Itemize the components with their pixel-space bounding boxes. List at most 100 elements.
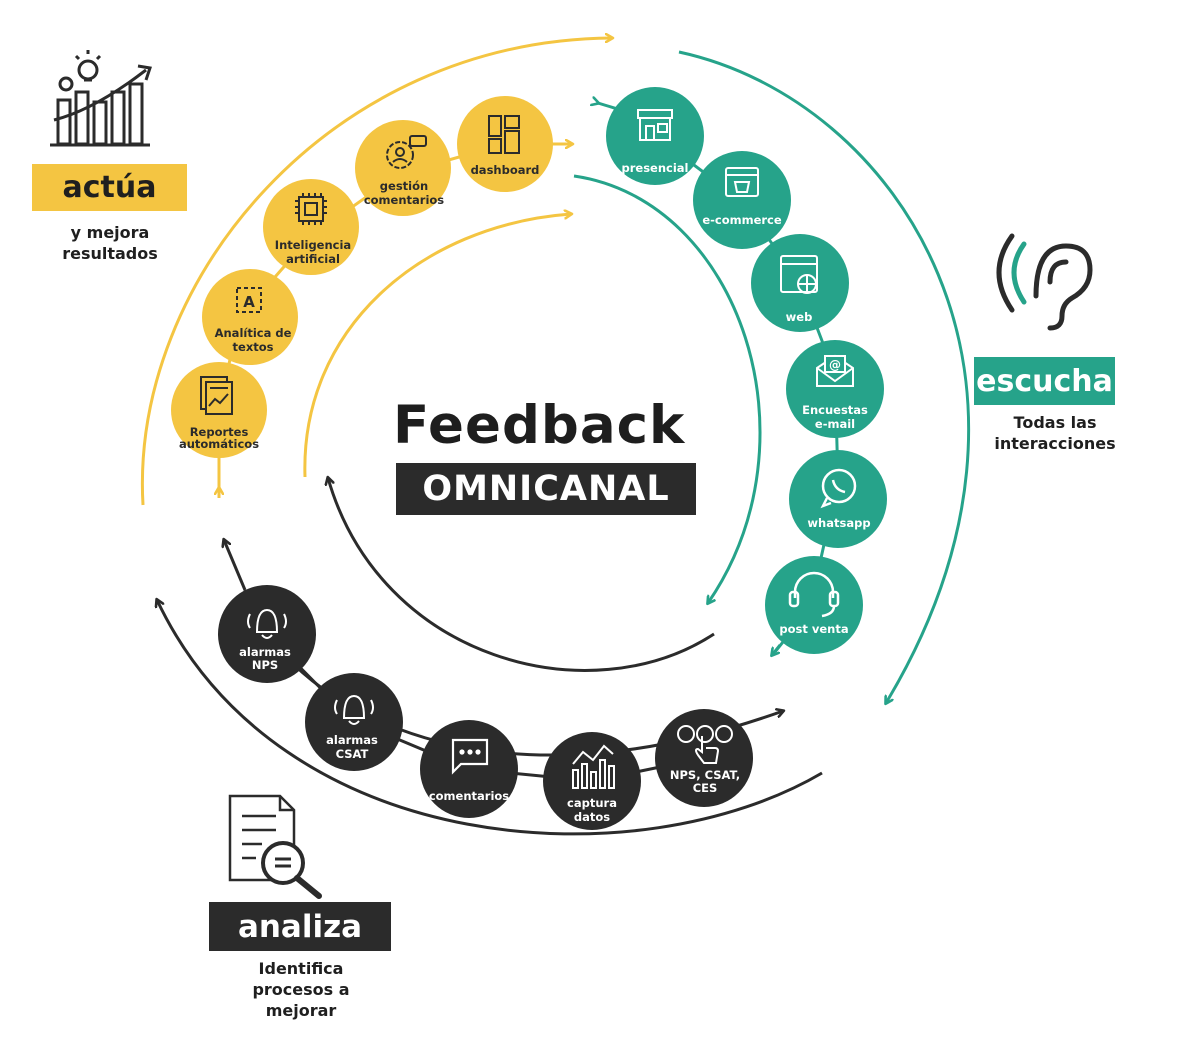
analiza-tag: analiza: [209, 902, 391, 951]
chip-icon: [295, 193, 327, 225]
whatsapp-icon: [820, 468, 857, 509]
analitica-line1: Analítica de: [215, 326, 292, 340]
bar-chart-icon: [572, 744, 615, 789]
text-analytics-icon: [236, 287, 262, 313]
captura-line2: datos: [574, 810, 610, 824]
analiza-desc-line1: Identifica: [258, 959, 344, 978]
dashboard-line1: dashboard: [471, 163, 540, 177]
alarmas-nps-line1: alarmas: [239, 645, 291, 659]
gestion-line2: comentarios: [364, 193, 444, 207]
gestion-line1: gestión: [380, 179, 428, 193]
svg-text:NPS, CSAT,CES: NPS, CSAT,CES: [670, 768, 740, 795]
escucha-tag-text: escucha: [976, 363, 1113, 399]
presencial-line1: presencial: [622, 161, 689, 175]
svg-text:post venta: post venta: [779, 622, 848, 636]
analiza-middle-start: [224, 540, 247, 591]
escucha-desc-line1: Todas las: [1013, 413, 1097, 432]
center-title: Feedback: [393, 395, 686, 456]
ia-line1: Inteligencia: [275, 238, 351, 252]
node-postventa: post venta: [765, 556, 863, 654]
actua-inner-arc: [303, 214, 571, 478]
svg-text:presencial: presencial: [622, 161, 689, 175]
dashboard-icon: [488, 115, 520, 154]
ear-waves: [996, 233, 1027, 313]
touch-icon: [677, 725, 733, 764]
actua-tag-text: actúa: [62, 170, 157, 205]
node-nps-csat-ces: NPS, CSAT,CES: [655, 709, 753, 807]
svg-text:e-commerce: e-commerce: [702, 213, 782, 227]
nps-csat-ces-line2: CES: [693, 781, 718, 795]
escucha-desc-line2: interacciones: [994, 434, 1116, 453]
alarmas-csat-line2: CSAT: [336, 747, 369, 761]
svg-text:comentarios: comentarios: [429, 789, 509, 803]
svg-text:dashboard: dashboard: [471, 163, 540, 177]
escucha-tag: escucha: [974, 357, 1115, 405]
bell-icon: [334, 694, 374, 725]
node-dashboard: dashboard: [457, 96, 553, 192]
escucha-outer-arc: [678, 50, 971, 703]
web-line1: web: [786, 310, 813, 324]
actua-desc-line2: resultados: [62, 244, 158, 263]
actua-desc: y mejora resultados: [40, 222, 180, 264]
headset-icon: [788, 571, 840, 618]
node-comentarios: comentarios: [420, 720, 518, 818]
escucha-inner-arc: [573, 174, 762, 603]
comentarios-line1: comentarios: [429, 789, 509, 803]
nps-csat-ces-line1: NPS, CSAT,: [670, 768, 740, 782]
report-icon: [200, 376, 233, 415]
whatsapp-line1: whatsapp: [807, 516, 870, 530]
actua-desc-line1: y mejora: [70, 223, 150, 242]
escucha-chain-arrow: [772, 644, 782, 655]
alarmas-csat-line1: alarmas: [326, 733, 378, 747]
svg-text:whatsapp: whatsapp: [807, 516, 870, 530]
gear-user-icon: [386, 135, 427, 169]
center-subtitle: OMNICANAL: [396, 463, 696, 515]
svg-text:@: @: [829, 358, 841, 372]
encuestas-line2: e-mail: [815, 417, 855, 431]
analiza-outer-arc: [157, 600, 823, 836]
ear-icon: [1033, 243, 1093, 331]
center-subtitle-text: OMNICANAL: [422, 469, 670, 509]
actua-tag: actúa: [32, 164, 187, 211]
svg-text:A: A: [243, 293, 255, 311]
analiza-desc-line3: mejorar: [265, 1001, 337, 1020]
node-web: web: [751, 234, 849, 332]
alarmas-nps-line2: NPS: [252, 658, 278, 672]
envelope-icon: [816, 354, 854, 387]
ia-line2: artificial: [286, 252, 340, 266]
globe-window-icon: [780, 255, 818, 294]
captura-line1: captura: [567, 796, 617, 810]
document-search-icon: [228, 794, 322, 899]
svg-text:web: web: [786, 310, 813, 324]
bell-icon: [247, 608, 287, 639]
analitica-line2: textos: [233, 340, 274, 354]
reportes-line2: automáticos: [179, 437, 259, 451]
ecommerce-line1: e-commerce: [702, 213, 782, 227]
analiza-inner-arc: [328, 478, 715, 672]
reportes-line1: Reportes: [190, 425, 249, 439]
store-icon: [637, 109, 673, 141]
analiza-desc-line2: procesos a: [252, 980, 350, 999]
chat-icon: [451, 738, 489, 775]
analiza-desc: Identifica procesos a mejorar: [226, 958, 376, 1021]
encuestas-line1: Encuestas: [802, 403, 868, 417]
node-whatsapp: whatsapp: [789, 450, 887, 548]
node-ecommerce: e-commerce: [693, 151, 791, 249]
